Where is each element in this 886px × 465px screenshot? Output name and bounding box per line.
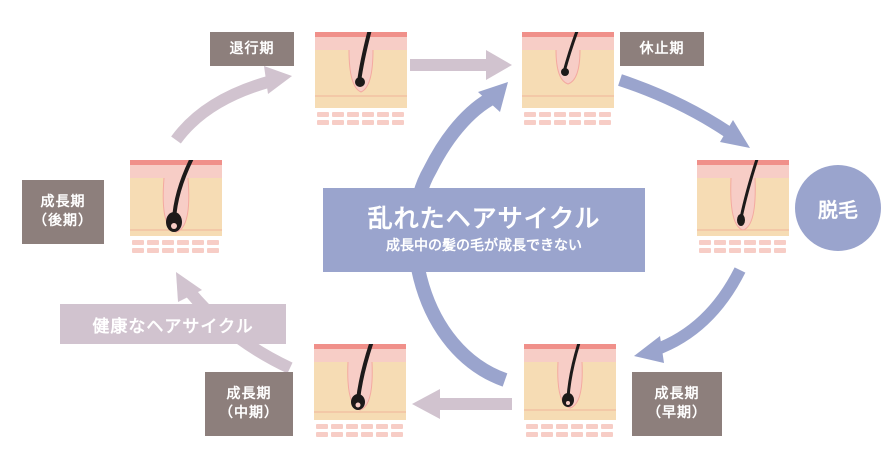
blue-arrow-left-arc-head (478, 82, 508, 112)
stage-label-anagen-mid-line2: （中期） (219, 405, 279, 421)
stage-label-catagen: 退行期 (210, 32, 294, 66)
blue-arrow-shed-to-early (652, 267, 746, 356)
stage-label-anagen-late-line1: 成長期 (40, 194, 86, 210)
skin-anagen-late-illustration (130, 160, 222, 253)
hair-loss-badge: 脱毛 (795, 165, 881, 251)
skin-anagen-early-illustration (524, 344, 616, 437)
stage-label-catagen-line1: 退行期 (229, 40, 275, 57)
skin-shedding-illustration (697, 160, 789, 253)
pink-arrow-catagen-to-telogen-head (486, 50, 512, 80)
stage-label-telogen-line1: 休止期 (639, 40, 685, 57)
disordered-cycle-subtitle: 成長中の髪の毛が成長できない (386, 238, 582, 254)
pink-arrow-late-to-catagen-head (264, 66, 292, 94)
pink-arrow-early-to-mid-head (412, 389, 440, 419)
stage-label-anagen-late: 成長期 （後期） (22, 180, 104, 244)
pink-arrow-catagen-to-telogen (410, 59, 488, 71)
pink-arrow-mid-to-late-head (176, 272, 202, 302)
pink-arrow-late-to-catagen (171, 76, 270, 144)
blue-arrow-shed-to-early-head (634, 336, 664, 363)
stage-label-anagen-early-line1: 成長期 (654, 386, 700, 402)
healthy-cycle-label: 健康なヘアサイクル (60, 304, 286, 344)
stage-label-telogen: 休止期 (620, 32, 704, 66)
skin-anagen-mid-illustration (314, 344, 406, 437)
stage-label-anagen-mid-line1: 成長期 (226, 386, 272, 402)
stage-label-anagen-early: 成長期 （早期） (632, 372, 722, 436)
disordered-cycle-title: 乱れたヘアサイクル (367, 204, 601, 233)
stage-label-anagen-late-line2: （後期） (33, 213, 93, 229)
stage-label-anagen-mid: 成長期 （中期） (205, 372, 293, 436)
blue-arrow-telogen-to-shed (618, 74, 732, 137)
stage-label-anagen-early-line2: （早期） (647, 405, 707, 421)
disordered-cycle-box: 乱れたヘアサイクル 成長中の髪の毛が成長できない (323, 188, 645, 272)
skin-telogen-illustration (522, 32, 614, 125)
blue-arrow-telogen-to-shed-head (720, 120, 750, 148)
skin-catagen-illustration (315, 32, 407, 125)
pink-arrow-early-to-mid (440, 398, 512, 410)
